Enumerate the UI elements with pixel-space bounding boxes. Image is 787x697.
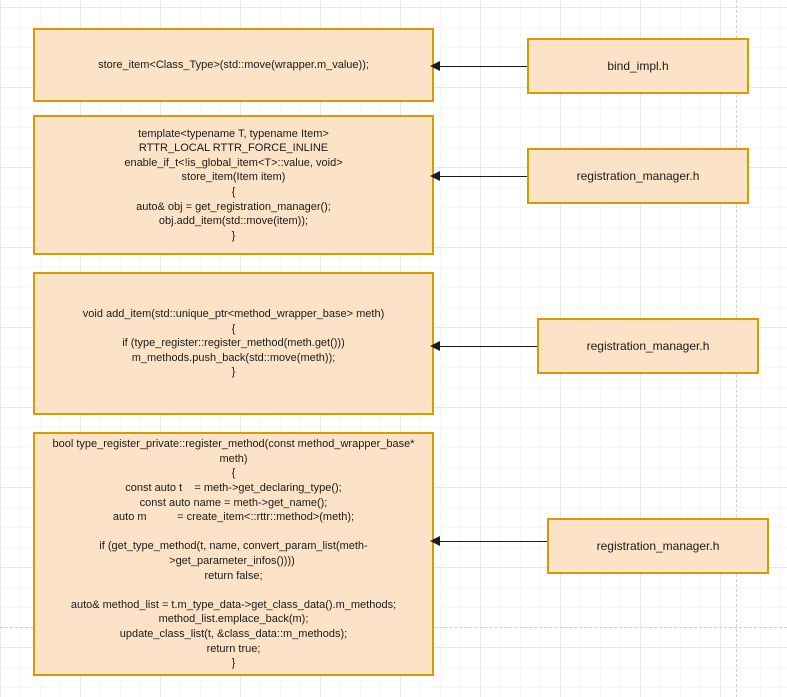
file-node-label: registration_manager.h bbox=[596, 539, 720, 553]
edge-registration-manager-to-store-item-template bbox=[430, 171, 527, 181]
code-text: void add_item(std::unique_ptr<method_wra… bbox=[82, 308, 385, 379]
code-text: template<typename T, typename Item> RTTR… bbox=[124, 127, 343, 242]
file-node-registration-manager-1[interactable]: registration_manager.h bbox=[527, 148, 749, 204]
edge-line bbox=[437, 176, 527, 177]
file-node-registration-manager-3[interactable]: registration_manager.h bbox=[547, 518, 769, 574]
arrowhead-left-icon bbox=[430, 341, 440, 351]
edge-line bbox=[437, 346, 537, 347]
code-node-register-method[interactable]: bool type_register_private::register_met… bbox=[33, 432, 434, 676]
edge-line bbox=[437, 66, 527, 67]
file-node-label: registration_manager.h bbox=[586, 339, 710, 353]
file-node-label: bind_impl.h bbox=[607, 59, 669, 73]
edge-registration-manager-to-register-method bbox=[430, 536, 547, 546]
arrowhead-left-icon bbox=[430, 61, 440, 71]
edge-registration-manager-to-add-item bbox=[430, 341, 537, 351]
code-text: store_item<Class_Type>(std::move(wrapper… bbox=[98, 58, 369, 71]
code-node-add-item[interactable]: void add_item(std::unique_ptr<method_wra… bbox=[33, 272, 434, 415]
code-node-store-item-template[interactable]: template<typename T, typename Item> RTTR… bbox=[33, 115, 434, 255]
code-text: bool type_register_private::register_met… bbox=[52, 438, 415, 670]
file-node-bind-impl[interactable]: bind_impl.h bbox=[527, 38, 749, 94]
file-node-label: registration_manager.h bbox=[576, 169, 700, 183]
edge-bind-impl-to-store-item-call bbox=[430, 61, 527, 71]
code-node-store-item-call[interactable]: store_item<Class_Type>(std::move(wrapper… bbox=[33, 28, 434, 102]
file-node-registration-manager-2[interactable]: registration_manager.h bbox=[537, 318, 759, 374]
edge-line bbox=[437, 541, 547, 542]
arrowhead-left-icon bbox=[430, 536, 440, 546]
arrowhead-left-icon bbox=[430, 171, 440, 181]
